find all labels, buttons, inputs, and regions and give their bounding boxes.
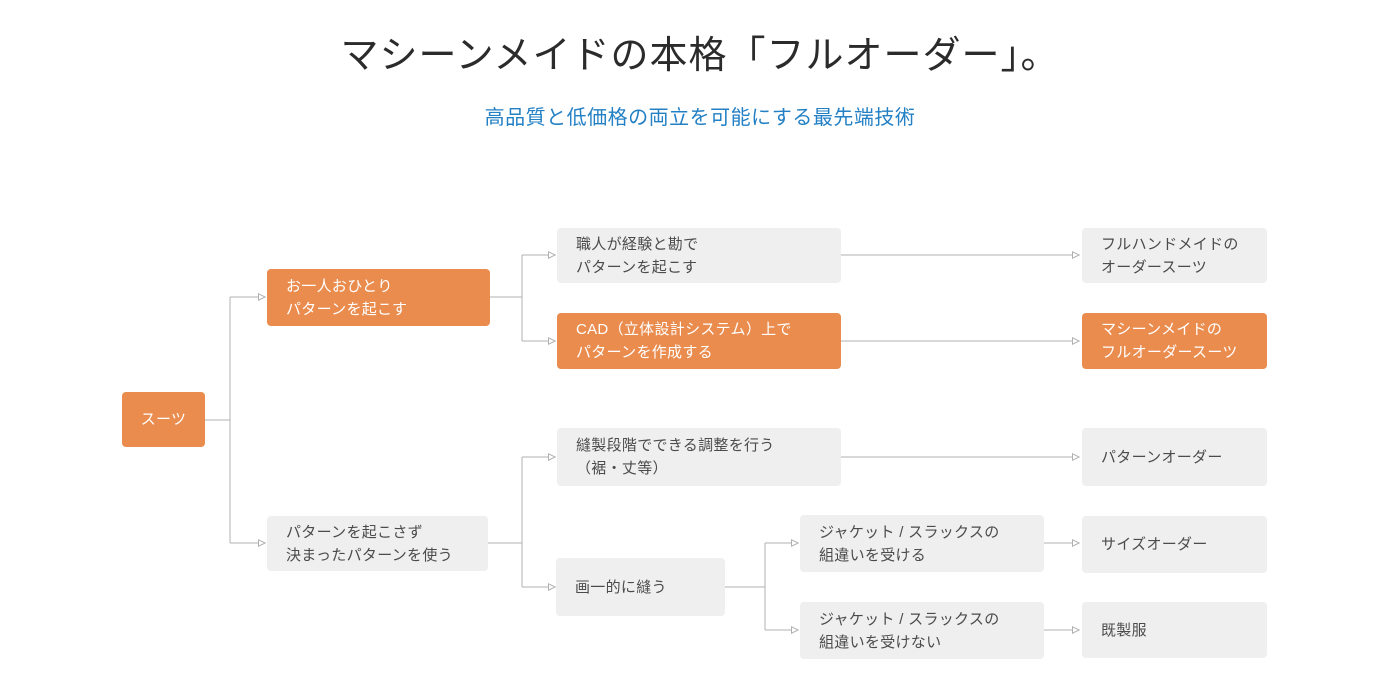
node-suit-label: スーツ	[140, 411, 187, 428]
node-fixed-pattern-line1: パターンを起こさず	[286, 523, 423, 541]
node-artisan-pattern: 職人が経験と勘で パターンを起こす	[557, 228, 841, 283]
node-machine-made-line1: マシーンメイドの	[1101, 321, 1223, 338]
node-accept-separate-line1: ジャケット / スラックスの	[819, 523, 1000, 541]
node-cad-pattern-line2: パターンを作成する	[576, 344, 713, 361]
node-artisan-pattern-line1: 職人が経験と勘で	[576, 235, 699, 253]
node-accept-separate-line2: 組違いを受ける	[819, 546, 927, 564]
node-pattern-order-label: パターンオーダー	[1101, 448, 1223, 466]
node-bespoke-pattern-line1: お一人おひとり	[286, 277, 393, 295]
node-suit: スーツ	[122, 392, 205, 447]
node-uniform-sewing: 画一的に縫う	[556, 558, 725, 616]
node-full-handmade-line1: フルハンドメイドの	[1101, 235, 1239, 253]
node-machine-made-line2: フルオーダースーツ	[1101, 344, 1238, 361]
node-artisan-pattern-line2: パターンを起こす	[576, 258, 698, 276]
node-no-separate-line2: 組違いを受けない	[819, 633, 942, 651]
node-no-separate-line1: ジャケット / スラックスの	[819, 610, 1000, 628]
node-uniform-sewing-label: 画一的に縫う	[575, 578, 667, 596]
node-pattern-order: パターンオーダー	[1082, 428, 1267, 486]
node-fixed-pattern: パターンを起こさず 決まったパターンを使う	[267, 516, 488, 571]
page-title: マシーンメイドの本格「フルオーダー」。	[340, 33, 1060, 77]
node-bespoke-pattern: お一人おひとり パターンを起こす	[267, 269, 490, 326]
node-ready-made-label: 既製服	[1101, 621, 1147, 639]
node-full-handmade: フルハンドメイドの オーダースーツ	[1082, 228, 1267, 283]
node-accept-separate: ジャケット / スラックスの 組違いを受ける	[800, 515, 1044, 572]
node-fixed-pattern-line2: 決まったパターンを使う	[286, 546, 453, 564]
node-cad-pattern-line1: CAD（立体設計システム）上で	[576, 321, 792, 338]
node-full-handmade-line2: オーダースーツ	[1101, 258, 1208, 276]
node-size-order: サイズオーダー	[1082, 516, 1267, 573]
node-no-separate: ジャケット / スラックスの 組違いを受けない	[800, 602, 1044, 659]
node-sewing-adjustment-line2: （裾・丈等）	[576, 460, 668, 477]
node-cad-pattern: CAD（立体設計システム）上で パターンを作成する	[557, 313, 841, 369]
node-sewing-adjustment-line1: 縫製段階でできる調整を行う	[576, 437, 775, 454]
page-subtitle: 高品質と低価格の両立を可能にする最先端技術	[484, 107, 916, 129]
node-size-order-label: サイズオーダー	[1101, 536, 1208, 553]
node-sewing-adjustment: 縫製段階でできる調整を行う （裾・丈等）	[557, 428, 841, 486]
node-ready-made: 既製服	[1082, 602, 1267, 658]
node-bespoke-pattern-line2: パターンを起こす	[286, 300, 408, 318]
node-machine-made: マシーンメイドの フルオーダースーツ	[1082, 313, 1267, 369]
